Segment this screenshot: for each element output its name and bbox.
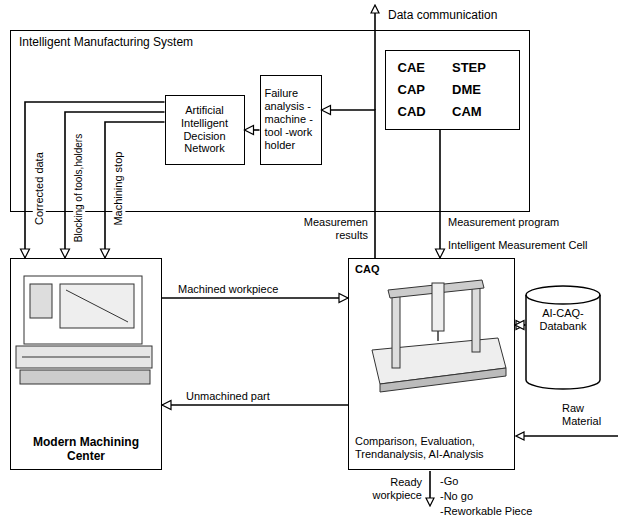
edge-label: Measuremen results	[286, 216, 370, 242]
arrow-head	[101, 249, 110, 258]
label: Intelligent Measurement Cell	[446, 239, 589, 252]
decision-box: Artificial Intelligent Decision Network	[165, 95, 245, 165]
output-arrow	[429, 471, 431, 505]
machine-window	[60, 284, 134, 328]
cmm-illustration	[372, 280, 506, 392]
data-arrow	[374, 6, 376, 110]
node-title: CAQ	[355, 263, 508, 276]
edge-label: Measurement program	[446, 216, 561, 229]
connector	[245, 126, 260, 135]
connector-line	[105, 122, 165, 258]
edge-label: Machining stop	[112, 149, 125, 227]
label: Ready workpiece	[336, 476, 424, 502]
connector-line	[25, 102, 165, 258]
tool-name: CAD	[398, 104, 453, 119]
arrow-head	[245, 126, 254, 135]
label: -No go	[438, 490, 475, 503]
failure-box: Failure analysis -machine -tool -work ho…	[260, 75, 322, 165]
machine-illustration	[16, 276, 152, 384]
control-panel	[30, 284, 52, 318]
edge-label: Blocking of tools,holders	[73, 132, 85, 244]
tool-name: CAM	[452, 104, 507, 119]
node-text: Comparison, Evaluation, Trendanalysis, A…	[355, 435, 508, 461]
measuring-cell: CAQ Comparison, Evaluation, Trendanalysis…	[348, 258, 515, 470]
cylinder-outline	[525, 285, 601, 390]
machine-base	[20, 370, 150, 384]
edge-label: Corrected data	[32, 150, 45, 227]
cmm-post	[392, 296, 400, 368]
connector-line	[65, 112, 165, 258]
connector	[21, 102, 165, 258]
edge-label: Machined workpiece	[176, 283, 280, 296]
connector	[515, 321, 525, 330]
cmm-table-side	[380, 368, 506, 392]
connector	[61, 112, 165, 258]
machine-cabinet	[24, 276, 142, 344]
cmm-post	[472, 286, 480, 352]
arrow-head	[322, 106, 331, 115]
tool-name: DME	[452, 82, 507, 97]
cylinder-rim	[526, 295, 600, 304]
arrow-head	[516, 321, 525, 330]
node-title: Artificial Intelligent Decision Network	[170, 104, 240, 156]
label: Raw Material	[560, 402, 618, 428]
machine-table	[16, 346, 152, 368]
label: -Go	[438, 475, 460, 488]
tool-name: CAP	[398, 82, 453, 97]
edge-label: Unmachined part	[184, 390, 272, 403]
arrow-head	[162, 401, 171, 410]
connector	[101, 122, 165, 258]
node-title: AI-CAQ-Databank	[529, 307, 597, 333]
cmm-probe	[437, 331, 439, 341]
tool-name: CAE	[398, 60, 453, 75]
arrow-head	[61, 249, 70, 258]
window-line	[66, 290, 128, 322]
raw-material-arrow	[517, 435, 618, 437]
arrow-head	[339, 294, 348, 303]
label: -Reworkable Piece	[438, 505, 534, 518]
connector-line	[162, 297, 348, 299]
connector	[436, 130, 445, 259]
cax-box: CAESTEP CAPDME CADCAM	[385, 50, 520, 130]
connector-line	[162, 404, 348, 406]
arrow-head	[515, 321, 524, 330]
system-frame: Intelligent Manufacturing SystemArtifici…	[10, 30, 530, 212]
cylinder-body	[526, 286, 600, 389]
node-title: Intelligent Manufacturing System	[19, 35, 521, 49]
cmm-z-axis	[432, 283, 444, 331]
databank-cylinder: AI-CAQ-Databank	[525, 285, 601, 390]
machining-center: Modern Machining Center	[10, 258, 162, 470]
node-title: Modern Machining Center	[17, 435, 155, 463]
arrow-head	[436, 249, 445, 258]
node-title: Failure analysis -machine -tool -work ho…	[265, 87, 317, 152]
tool-name: STEP	[452, 60, 507, 75]
connector-line	[439, 130, 441, 259]
table-line	[22, 357, 150, 358]
arrow-head	[21, 249, 30, 258]
label: Data communication	[386, 8, 499, 22]
